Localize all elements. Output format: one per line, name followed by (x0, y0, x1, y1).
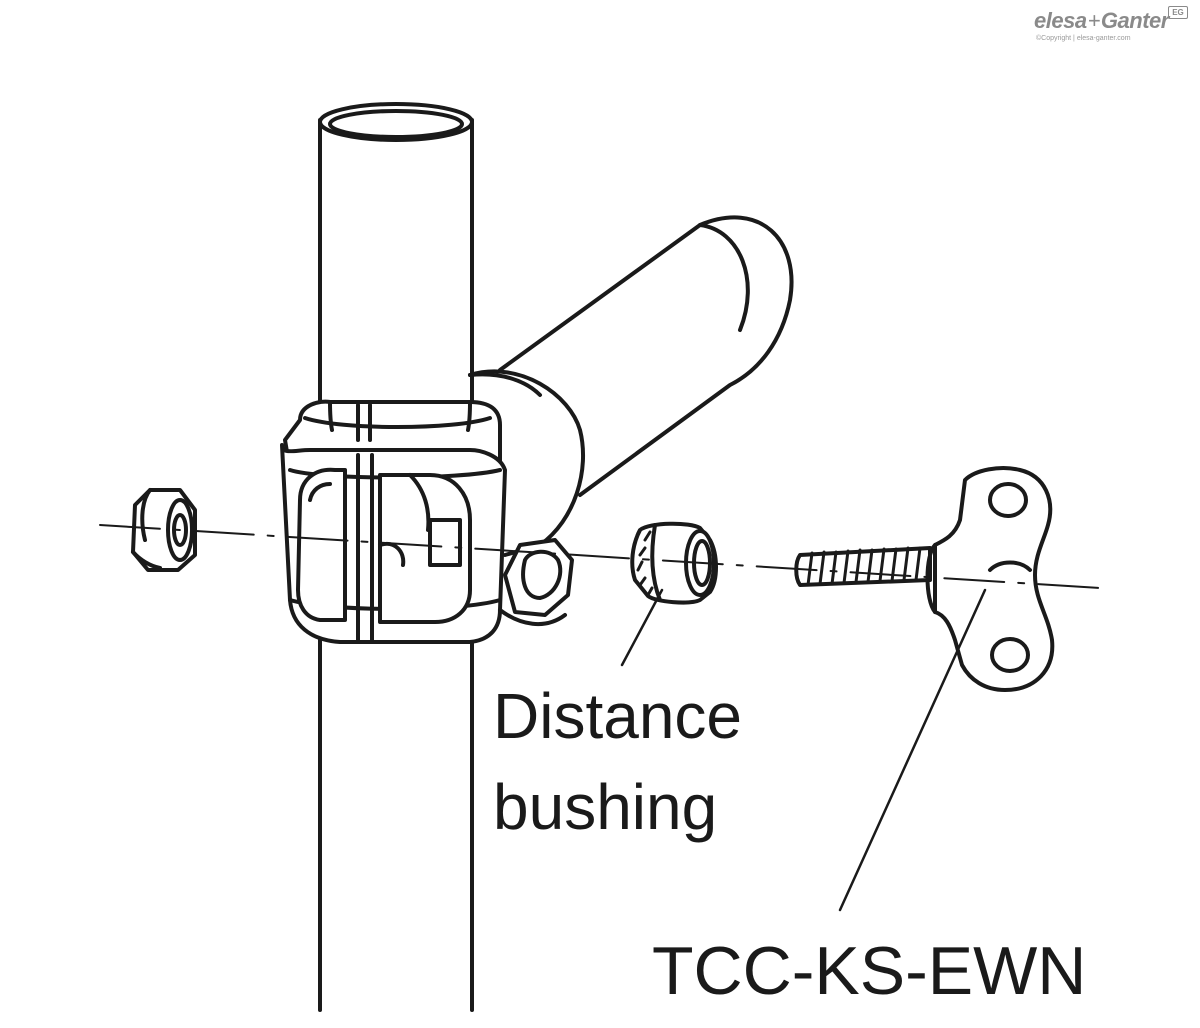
logo-wordmark: elesa+Ganter (1034, 8, 1169, 33)
brand-logo: elesa+Ganter EG ©Copyright | elesa-gante… (1030, 6, 1188, 46)
assembly-axis-line (99, 524, 1101, 589)
part-code-label: TCC-KS-EWN (652, 933, 1087, 1009)
copyright-text: ©Copyright | elesa-ganter.com (1036, 35, 1131, 42)
distance-bushing-label-line2: bushing (493, 771, 718, 843)
threaded-bolt (794, 546, 932, 587)
leader-line-bushing (620, 588, 664, 667)
lock-nut (131, 488, 197, 572)
horizontal-tube (468, 215, 794, 557)
leader-line-knob (838, 588, 987, 912)
vertical-tube (318, 102, 474, 1012)
logo-badge: EG (1168, 6, 1188, 19)
distance-bushing-label-line1: Distance (493, 680, 742, 752)
